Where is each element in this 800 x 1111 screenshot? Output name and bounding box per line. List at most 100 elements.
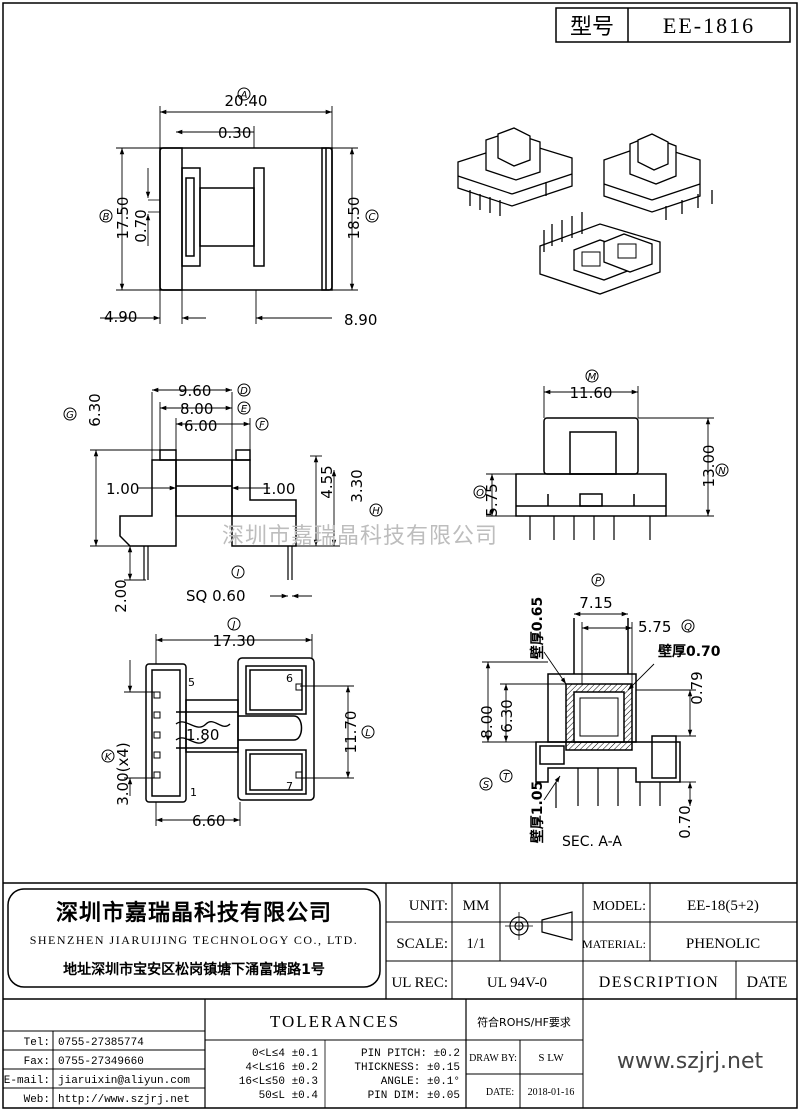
scale-value: 1/1: [466, 936, 485, 952]
section-view: [535, 618, 681, 808]
contact-label-web: Web:: [24, 1094, 50, 1106]
circle-label-d: D: [240, 386, 248, 397]
isometric-views: [457, 127, 713, 295]
company-name-en: SHENZHEN JIARUIJING TECHNOLOGY CO., LTD.: [30, 933, 359, 947]
top-view-text: 20.40 0.30 17.50 0.70 18.50 4.90 8.90: [104, 92, 377, 329]
header-model-label: 型号: [570, 15, 614, 40]
wall-label-2: 壁厚0.70: [658, 643, 721, 660]
description-label: DESCRIPTION: [599, 974, 720, 991]
dim-front-b: 13.00: [700, 445, 718, 488]
top-view-dims: [100, 106, 358, 324]
contact-label-email: E-mail:: [4, 1075, 50, 1087]
unit-label: UNIT:: [409, 898, 448, 914]
company-text: 深圳市嘉瑞晶科技有限公司 SHENZHEN JIARUIJING TECHNOL…: [30, 900, 359, 978]
ul-value: UL 94V-0: [487, 975, 547, 991]
front-view-circles: M N O: [473, 369, 729, 499]
pin-label-1: 1: [190, 786, 197, 799]
tol-right-row: PIN DIM: ±0.05: [368, 1090, 460, 1102]
dim-bottom-e: 6.60: [192, 812, 225, 830]
circle-label-s: S: [483, 780, 490, 791]
side-view-text: 9.60 8.00 6.00 6.30 1.00 1.00 4.55 3.30 …: [86, 382, 366, 613]
dim-top-a: 20.40: [225, 92, 268, 110]
pin-label-5: 5: [188, 676, 195, 689]
model-label: MODEL:: [592, 899, 646, 914]
dim-bottom-a: 17.30: [213, 632, 256, 650]
dim-side-c: 6.00: [184, 417, 217, 435]
dim-side-e: 1.00: [106, 480, 139, 498]
material-label: MATERIAL:: [582, 937, 646, 951]
circle-label-b: B: [103, 212, 110, 223]
section-view-dims: [482, 611, 696, 806]
dim-top-c: 17.50: [114, 197, 132, 240]
contact-value-fax: 0755-27349660: [58, 1056, 144, 1068]
section-wall-labels: 壁厚0.65 壁厚0.70 壁厚1.05: [529, 597, 721, 844]
tol-row: 16<L≤50 ±0.3: [239, 1076, 318, 1088]
dim-side-h: 3.30: [348, 469, 366, 502]
dim-bottom-c: 11.70: [342, 711, 360, 754]
circle-label-o: O: [476, 488, 484, 499]
dim-top-g: 8.90: [344, 311, 377, 329]
title-block-text: UNIT: MM SCALE: 1/1 UL REC: UL 94V-0 MOD…: [270, 898, 788, 1098]
draw-by-label: DRAW BY:: [469, 1053, 517, 1064]
circle-label-q: Q: [684, 622, 692, 633]
dim-top-f: 4.90: [104, 308, 137, 326]
top-view: [148, 147, 333, 291]
section-view-circles: P Q S T: [479, 573, 695, 791]
date-label: DATE: [747, 974, 788, 991]
website-big: www.szjrj.net: [617, 1049, 764, 1074]
contact-value-email: jiaruixin@aliyun.com: [58, 1075, 190, 1087]
watermark: 深圳市嘉瑞晶科技有限公司: [222, 524, 499, 549]
tol-right-row: PIN PITCH: ±0.2: [361, 1048, 460, 1060]
section-view-text: 7.15 5.75 8.00 6.30 0.79 0.70 SEC. A-A: [478, 594, 706, 850]
pin-label-6: 6: [286, 672, 293, 685]
front-view: [515, 417, 667, 540]
circle-label-l: L: [365, 728, 371, 739]
rohs-text: 符合ROHS/HF要求: [477, 1015, 571, 1029]
date-field-value: 2018-01-16: [528, 1087, 575, 1098]
bottom-view-pins: [153, 683, 303, 779]
material-value: PHENOLIC: [686, 936, 760, 952]
model-value: EE-18(5+2): [687, 898, 759, 914]
circle-label-e: E: [241, 404, 248, 415]
circle-label-t: T: [503, 772, 510, 783]
contact-label-fax: Fax:: [24, 1056, 50, 1068]
unit-value: MM: [463, 898, 490, 914]
dim-side-f: 1.00: [262, 480, 295, 498]
draw-by-value: S LW: [538, 1052, 564, 1064]
dim-top-e: 18.50: [345, 197, 363, 240]
dim-front-c: 5.75: [483, 483, 501, 516]
circle-label-c: C: [369, 212, 376, 223]
bottom-view-text: 17.30 1.80 11.70 3.00(x4) 6.60: [114, 632, 360, 830]
circle-label-n: N: [718, 466, 726, 477]
dim-side-d: 6.30: [86, 393, 104, 426]
scale-label: SCALE:: [396, 936, 448, 952]
circle-label-i: I: [237, 568, 240, 579]
company-address: 地址深圳市宝安区松岗镇塘下涌富塘路1号: [63, 961, 325, 978]
ul-label: UL REC:: [391, 975, 448, 991]
bottom-view-circles: J K L: [101, 617, 375, 763]
dim-side-g: 4.55: [318, 465, 336, 498]
title-block: [3, 882, 797, 1108]
circle-label-j: J: [231, 620, 236, 631]
company-name-cn: 深圳市嘉瑞晶科技有限公司: [56, 900, 332, 926]
contact-label-tel: Tel:: [24, 1037, 50, 1049]
top-view-circles: A B C: [99, 87, 379, 223]
dim-section-d: 6.30: [498, 699, 516, 732]
contact-value-tel: 0755-27385774: [58, 1037, 144, 1049]
dim-section-b: 5.75: [638, 618, 671, 636]
circle-label-f: F: [259, 420, 265, 431]
dim-front-a: 11.60: [570, 384, 613, 402]
dim-section-e: 0.79: [688, 671, 706, 704]
circle-label-a: A: [240, 90, 248, 101]
tol-right-row: THICKNESS: ±0.15: [354, 1062, 460, 1074]
dim-side-a: 9.60: [178, 382, 211, 400]
tol-right-row: ANGLE: ±0.1°: [381, 1076, 460, 1088]
bottom-view-dims: [124, 634, 354, 826]
dim-top-d: 0.70: [132, 209, 150, 242]
circle-label-g: G: [66, 410, 74, 421]
circle-label-h: H: [372, 506, 380, 517]
tol-row: 4<L≤16 ±0.2: [245, 1062, 318, 1074]
side-view-circles: G D E F H I: [63, 383, 383, 579]
